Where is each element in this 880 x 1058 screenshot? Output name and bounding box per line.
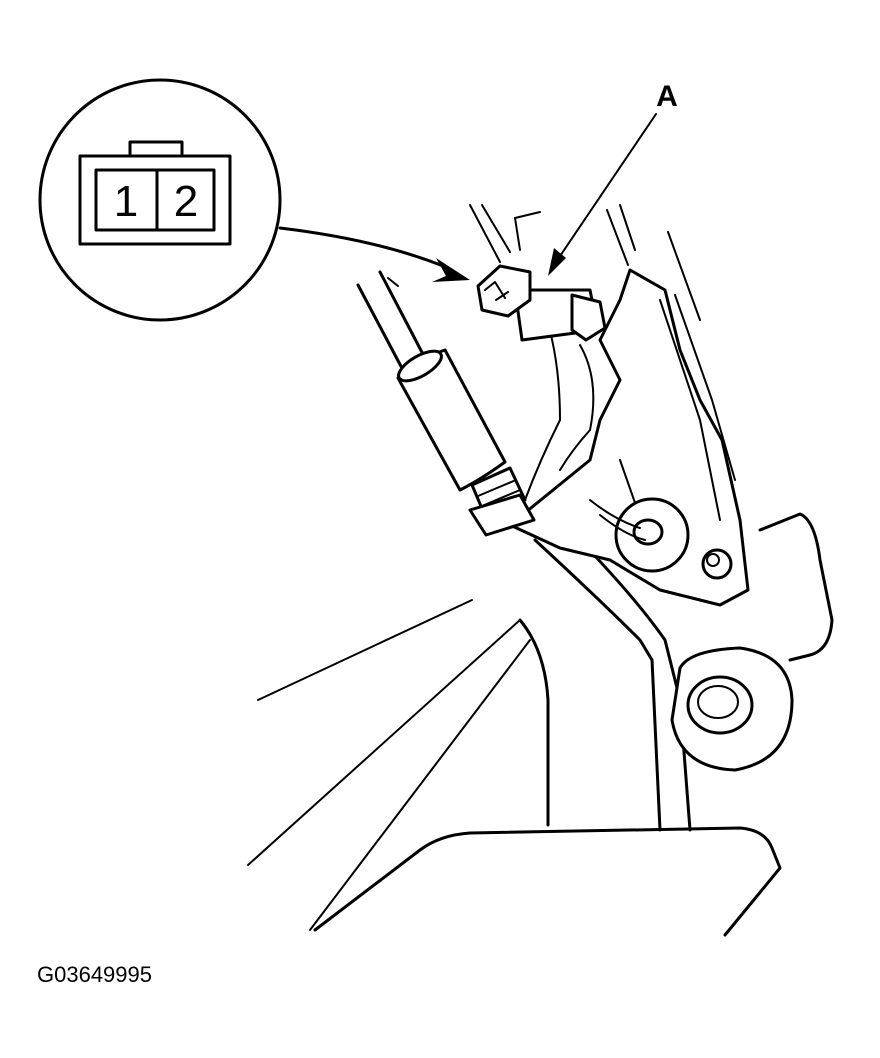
- dash-panel: [313, 826, 782, 937]
- bracket-bolt: [701, 548, 733, 580]
- connector-detail: 1 2: [38, 78, 282, 322]
- callout-a: A: [548, 80, 678, 276]
- side-pad: [758, 512, 834, 662]
- callout-a-label: A: [656, 80, 678, 113]
- callout-a-arrowhead: [548, 248, 566, 276]
- cable-rod: [356, 270, 536, 537]
- pivot-boss: [670, 646, 794, 772]
- connector-inner: [94, 168, 216, 232]
- pin-1-label: 1: [114, 177, 138, 226]
- detail-leader-arrow: [278, 226, 470, 282]
- connector-latch: [128, 140, 184, 158]
- brake-switch: [476, 264, 607, 342]
- detail-circle: [38, 78, 282, 322]
- pedal-shaft: [589, 497, 690, 573]
- figure-code: G03649995: [37, 962, 152, 987]
- pin-2-label: 2: [174, 177, 198, 226]
- background-lines: [247, 204, 701, 931]
- mounting-bracket: [508, 268, 750, 607]
